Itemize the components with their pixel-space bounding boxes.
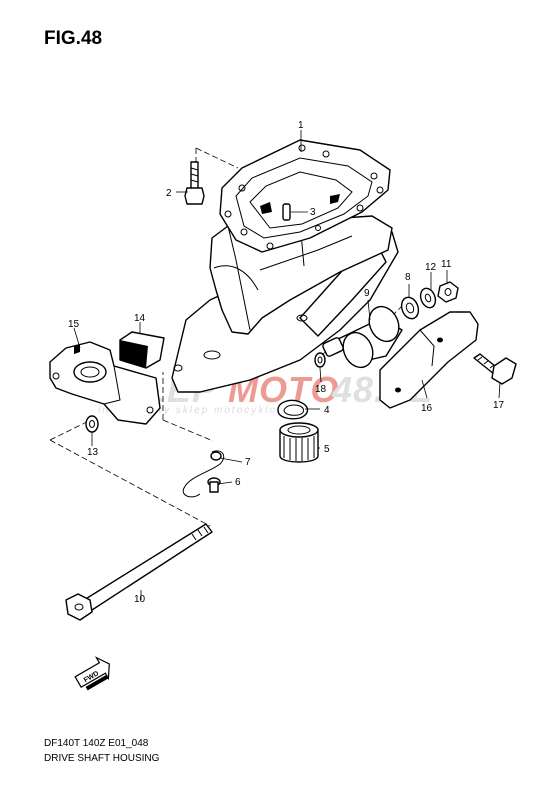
callout-14: 14 [134, 313, 146, 324]
model-code: DF140T 140Z E01_048 [44, 738, 149, 749]
cover-bolt [473, 353, 517, 385]
callout-15: 15 [68, 319, 80, 330]
callout-16: 16 [421, 403, 433, 414]
callout-5: 5 [324, 444, 330, 455]
drive-shaft-housing [171, 139, 399, 393]
seal-ring [277, 399, 309, 420]
needle-bearing [279, 422, 319, 463]
washer-small [85, 415, 99, 433]
washer-medium [400, 296, 420, 320]
upper-mount-cylinder [322, 305, 403, 369]
figure-name: DRIVE SHAFT HOUSING [44, 753, 160, 764]
callout-4: 4 [324, 405, 330, 416]
callout-13: 13 [87, 447, 99, 458]
figure-footer: DF140T 140Z E01_048 DRIVE SHAFT HOUSING [44, 736, 159, 766]
callout-12: 12 [425, 262, 437, 273]
rubber-mount-block [119, 331, 165, 369]
callout-8: 8 [405, 272, 411, 283]
leader-lines [73, 130, 501, 600]
washer-small-rear [314, 352, 326, 368]
watermark-tagline: internetowy sklep motocyklowy [98, 405, 293, 416]
callout-1: 1 [298, 120, 304, 131]
small-screw [207, 477, 221, 493]
callout-7: 7 [245, 457, 251, 468]
callout-numbers: 1 2 3 4 5 6 7 8 9 10 11 12 13 14 15 16 1… [68, 120, 505, 605]
callout-3: 3 [310, 207, 316, 218]
forward-direction-arrow-icon: FWD [74, 656, 110, 691]
clamp-bracket [49, 341, 161, 425]
callout-10: 10 [134, 594, 146, 605]
dowel-pin [282, 203, 291, 221]
washer-large [419, 287, 437, 309]
housing-bolt [184, 161, 205, 205]
long-stud-bolt [65, 523, 213, 621]
wire-clip [182, 450, 225, 498]
callout-17: 17 [493, 400, 505, 411]
lock-nut [437, 281, 459, 303]
callout-11: 11 [441, 259, 452, 270]
callout-9: 9 [364, 288, 370, 299]
mount-cover [379, 311, 479, 409]
callout-18: 18 [315, 384, 327, 395]
figure-title: FIG.48 [44, 28, 103, 49]
callout-6: 6 [235, 477, 241, 488]
callout-2: 2 [166, 188, 172, 199]
